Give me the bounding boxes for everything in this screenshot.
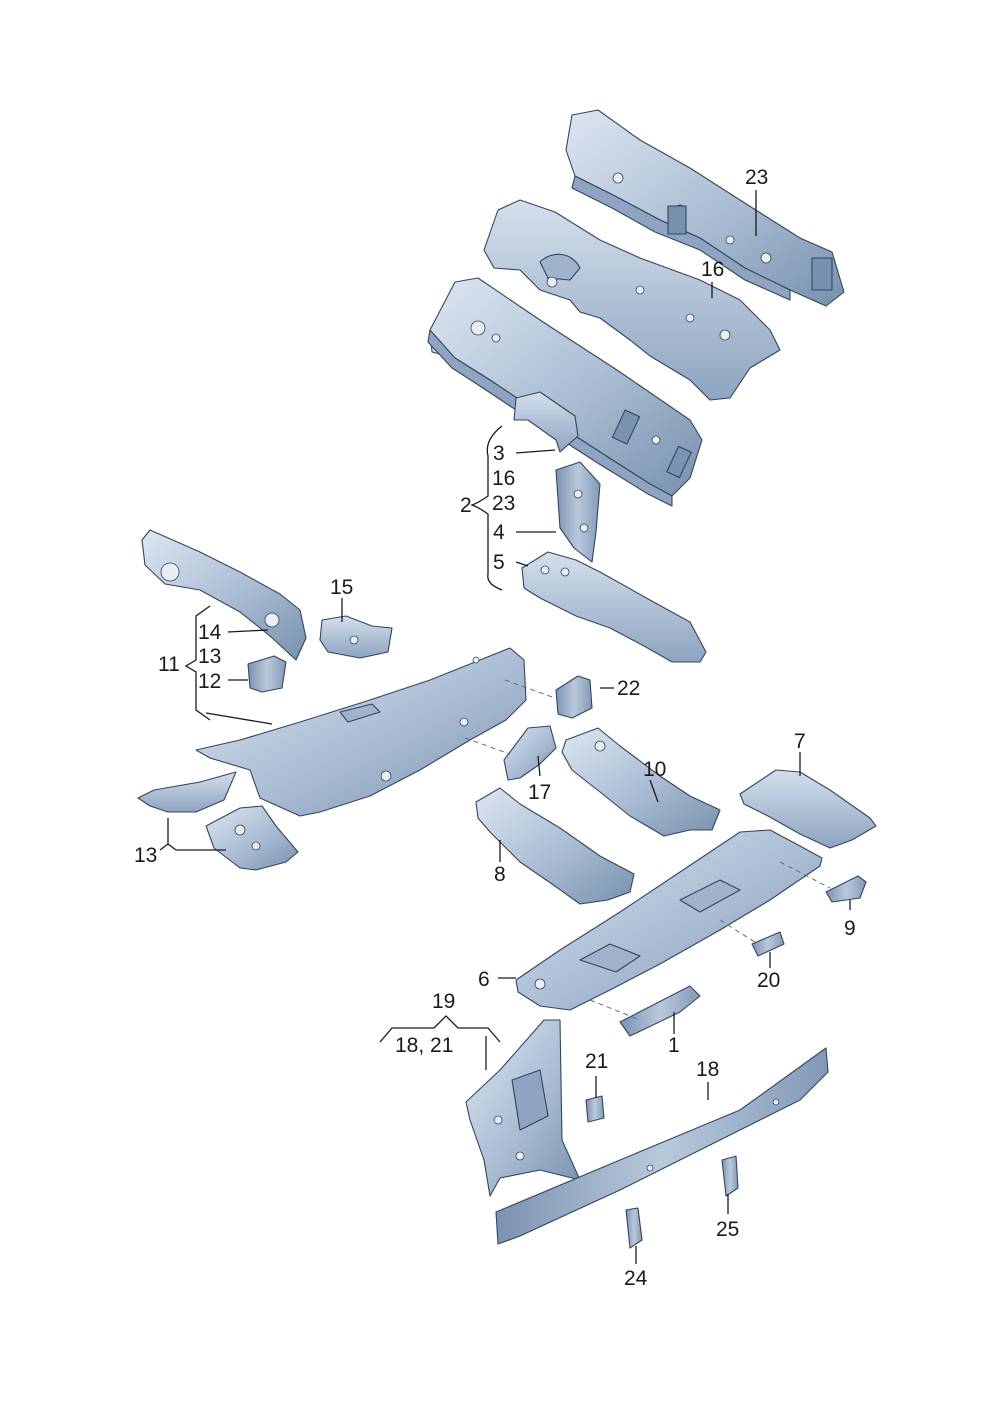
label-25: 25: [716, 1218, 739, 1241]
label-19: 19: [432, 990, 455, 1013]
part-24-bracket: [625, 1207, 643, 1249]
part-4-pillar-bracket: [555, 461, 601, 563]
part-22-bracket: [555, 675, 593, 719]
label-18-21: 18, 21: [395, 1034, 453, 1057]
part-6-main-floor: [515, 829, 823, 1011]
part-10-side-member: [561, 727, 721, 837]
part-7-floor-piece: [739, 769, 877, 849]
part-20-bracket: [751, 931, 785, 957]
part-16-bulkhead: [483, 199, 781, 401]
label-6: 6: [478, 968, 490, 991]
label-2: 2: [460, 494, 472, 517]
part-1-reinforcement: [619, 985, 701, 1037]
label-21: 21: [585, 1050, 608, 1073]
part-25-bracket: [721, 1155, 739, 1197]
label-4: 4: [493, 521, 505, 544]
label-13-lower: 13: [134, 844, 157, 867]
part-11-front-floor: [195, 647, 527, 817]
leader-lines: [159, 190, 851, 1264]
label-1: 1: [668, 1034, 680, 1057]
label-24: 24: [624, 1267, 648, 1290]
label-14: 14: [198, 621, 222, 644]
label-10: 10: [643, 758, 666, 781]
part-17-bracket: [503, 725, 557, 781]
label-3: 3: [493, 442, 505, 465]
assembly-lines: [464, 679, 831, 1021]
callout-labels: 23 16 3 16 2 23 4 5 15 14 11 13 12 22 7 …: [134, 166, 856, 1290]
part-19-side-pillar: [465, 1019, 581, 1197]
part-9-bracket: [825, 875, 867, 903]
label-7: 7: [794, 730, 806, 753]
part-3-bracket: [513, 391, 579, 453]
part-21-clip: [585, 1095, 605, 1123]
part-12-bracket: [247, 655, 287, 693]
label-8: 8: [494, 863, 506, 886]
label-9: 9: [844, 917, 856, 940]
label-23-top: 23: [745, 166, 768, 189]
part-8-side-member: [475, 787, 635, 905]
label-20: 20: [757, 969, 780, 992]
label-5: 5: [493, 551, 505, 574]
label-12: 12: [198, 670, 221, 693]
part-18-sill: [495, 1047, 829, 1245]
label-16-top: 16: [701, 258, 724, 281]
label-22: 22: [617, 677, 640, 700]
label-13-bracket: 13: [198, 645, 221, 668]
label-11: 11: [158, 653, 180, 676]
part-15-bracket: [319, 615, 393, 659]
part-23-cross-member: [565, 109, 845, 307]
label-16: 16: [492, 467, 515, 490]
part-13-bracket-upper: [137, 771, 237, 813]
part-5-floor-bracket: [521, 551, 707, 663]
part-13-bracket-lower: [205, 805, 299, 871]
part-2-floor-cross-panel: [427, 277, 703, 507]
label-18: 18: [696, 1058, 719, 1081]
label-15: 15: [330, 576, 353, 599]
label-23: 23: [492, 492, 515, 515]
label-17: 17: [528, 781, 551, 804]
part-14-side-rail: [141, 529, 307, 661]
